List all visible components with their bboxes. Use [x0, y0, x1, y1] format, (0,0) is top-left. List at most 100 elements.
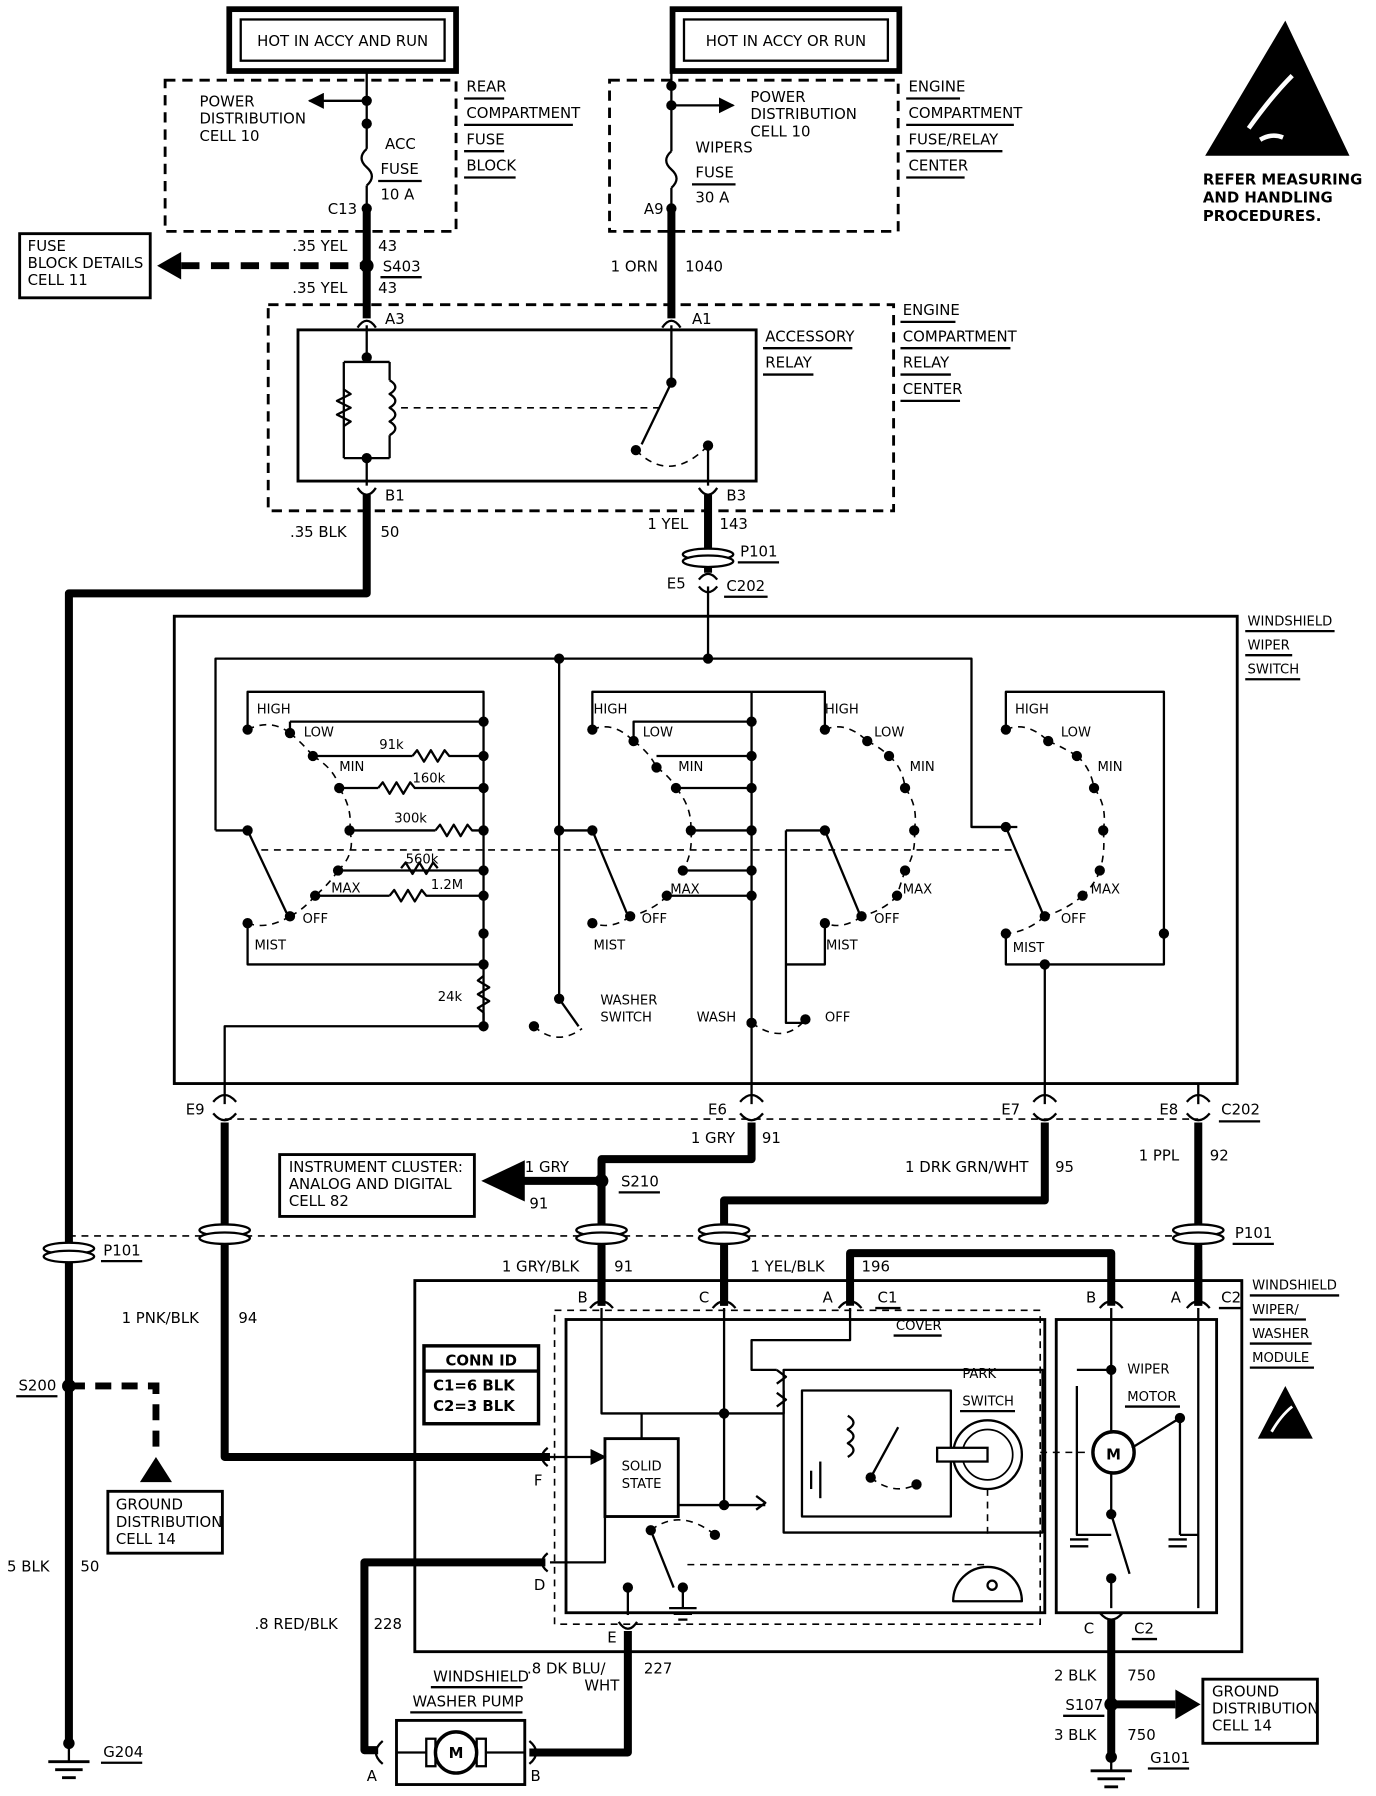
accessory-relay-name-2: RELAY — [765, 354, 812, 372]
wipers-fuse-word: FUSE — [695, 164, 733, 182]
engine-fuse-relay-center: ENGINE COMPARTMENT FUSE/RELAY CENTER POW… — [608, 71, 1023, 233]
pin-a1-connector — [661, 319, 682, 329]
pin-e8-connector — [1185, 1093, 1211, 1122]
module-title-3: WASHER — [1252, 1327, 1309, 1342]
accessory-relay-center: ENGINE COMPARTMENT RELAY CENTER ACCESSOR… — [266, 301, 1018, 513]
s2-low: LOW — [643, 725, 673, 740]
ground-dist-right-3: CELL 14 — [1212, 1717, 1272, 1735]
solid-state-1: SOLID — [622, 1460, 662, 1475]
s1-max: MAX — [331, 881, 360, 896]
pump-pin-a: A — [367, 1767, 378, 1785]
resistor-24k — [476, 974, 491, 1014]
pin-c1-b: B — [577, 1288, 587, 1306]
wiper-switch-title-3: SWITCH — [1248, 663, 1300, 678]
s4-low: LOW — [1061, 725, 1091, 740]
s3-max: MAX — [903, 882, 932, 897]
pin-a3: A3 — [385, 310, 405, 328]
wire-92: 1 PPL 92 — [1139, 1122, 1229, 1306]
rear-fuse-block-title-1: REAR — [466, 78, 506, 96]
relay-center-title-2: COMPARTMENT — [903, 327, 1018, 345]
pin-e9-connector — [212, 1093, 238, 1122]
w50-ground-gauge: 5 BLK — [7, 1558, 51, 1576]
pump-pin-b: B — [531, 1767, 541, 1785]
pump-pin-a-connector — [374, 1740, 384, 1765]
s1-low: LOW — [304, 725, 334, 740]
module-title-1: WINDSHIELD — [1252, 1279, 1337, 1294]
module-wires: .8 RED/BLK 228 .8 DK BLU/ WHT 227 2 BLK … — [254, 1259, 1203, 1789]
p101-label-left: P101 — [103, 1241, 140, 1259]
wire-91: 1 GRY 91 S210 1 GRY 91 1 GRY/BLK 91 — [481, 1122, 781, 1306]
w94-circuit: 94 — [238, 1309, 257, 1327]
s4-high: HIGH — [1015, 703, 1049, 718]
w143-gauge: 1 YEL — [647, 515, 689, 533]
acc-fuse-word: FUSE — [380, 160, 418, 178]
relay-coil — [388, 379, 397, 437]
ground-g204: G204 — [103, 1743, 143, 1761]
w50-circuit: 50 — [380, 523, 399, 541]
pin-c2-c: C — [1084, 1619, 1094, 1637]
park-cam-sector-icon — [952, 1565, 1024, 1603]
rear-fuse-block: REAR COMPARTMENT FUSE BLOCK POWER DISTRI… — [163, 71, 581, 233]
wiper-switch-title-1: WINDSHIELD — [1248, 614, 1333, 629]
ground-dist-right-2: DISTRIBUTION — [1212, 1700, 1319, 1718]
w92-circuit: 92 — [1210, 1146, 1229, 1164]
c202-label-top: C202 — [726, 577, 765, 595]
w1040-gauge: 1 ORN — [611, 257, 658, 275]
s200-ground-left: S200 GROUND DISTRIBUTION CELL 14 5 BLK 5… — [7, 1377, 224, 1780]
pin-d: D — [534, 1576, 545, 1594]
w143-circuit: 143 — [719, 515, 747, 533]
ground-dist-left-1: GROUND — [116, 1496, 183, 1514]
wiper-motor-block — [1054, 1318, 1219, 1615]
w227-gauge-2: WHT — [584, 1677, 620, 1695]
hot-label-rear: HOT IN ACCY AND RUN — [257, 32, 428, 50]
pin-e6-connector — [739, 1093, 764, 1122]
s4-max: MAX — [1091, 882, 1120, 897]
s1-off: OFF — [303, 912, 329, 927]
wiper-motor-symbol — [1091, 1430, 1136, 1475]
s1-mist: MIST — [254, 939, 287, 954]
rear-fuse-block-title-4: BLOCK — [466, 157, 517, 175]
ground-dist-arrow-icon — [139, 1456, 172, 1483]
s3-min: MIN — [910, 760, 935, 775]
engine-power-dist-2: DISTRIBUTION — [750, 105, 857, 123]
w227-gauge: .8 DK BLU/ — [527, 1659, 606, 1677]
hot-in-accy-and-run-box: HOT IN ACCY AND RUN — [226, 6, 459, 74]
esd-text-1: REFER MEASURING — [1203, 170, 1363, 188]
splice-s200: S200 — [19, 1377, 57, 1395]
s3-high: HIGH — [825, 703, 859, 718]
pin-a3-connector — [356, 319, 377, 329]
pin-f-connector — [540, 1446, 549, 1468]
s2-off: OFF — [642, 912, 668, 927]
pin-c2-b: B — [1086, 1288, 1096, 1306]
wiper-motor-m: M — [1106, 1445, 1121, 1463]
pin-c1-a-connector — [837, 1300, 863, 1309]
fuse-block-details: FUSE BLOCK DETAILS CELL 11 — [18, 232, 363, 300]
pin-c2-b-connector — [1098, 1300, 1124, 1309]
pin-e9: E9 — [186, 1100, 205, 1118]
w750-bottom-gauge: 3 BLK — [1054, 1726, 1098, 1744]
switch-section-3: HIGH LOW MIN MAX OFF MIST — [751, 690, 935, 1024]
wipers-fuse-symbol — [665, 150, 678, 189]
wiper-washer-module: WINDSHIELD WIPER/ WASHER MODULE B C A C1… — [413, 1279, 1340, 1654]
w196-circuit: 196 — [862, 1257, 890, 1275]
w50-ground-circuit: 50 — [80, 1558, 99, 1576]
conn-id-title: CONN ID — [445, 1351, 517, 1369]
pin-c2-a: A — [1171, 1288, 1182, 1306]
washer-pump-motor-icon — [433, 1730, 479, 1775]
w91-bottom-gauge: 1 GRY/BLK — [502, 1257, 581, 1275]
pin-c1-a: A — [823, 1288, 834, 1306]
s1-high: HIGH — [257, 703, 291, 718]
s4-mist: MIST — [1013, 941, 1046, 956]
w92-gauge: 1 PPL — [1139, 1146, 1180, 1164]
pin-e-connector — [617, 1621, 638, 1630]
esd-text-3: PROCEDURES. — [1203, 207, 1321, 225]
splice-s107: S107 — [1065, 1696, 1103, 1714]
windshield-wiper-switch: WINDSHIELD WIPER SWITCH HIGH LOW 91k — [172, 614, 1335, 1105]
w95-gauge: 1 DRK GRN/WHT — [905, 1158, 1029, 1176]
fuse-block-details-1: FUSE — [28, 237, 66, 255]
w228-circuit: 228 — [374, 1615, 402, 1633]
pin-b1: B1 — [385, 487, 405, 505]
park-switch-1: PARK — [962, 1367, 996, 1382]
wire-1040: 1 ORN 1040 — [611, 208, 723, 319]
